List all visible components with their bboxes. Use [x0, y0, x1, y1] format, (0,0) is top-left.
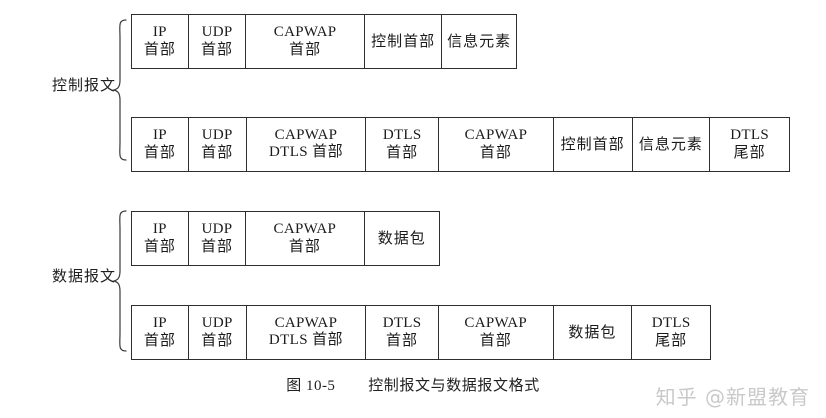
field-line1: CAPWAP — [274, 127, 338, 144]
field-line1: UDP — [201, 24, 233, 41]
field-line1: DTLS — [651, 315, 691, 332]
field-line2: 尾部 — [655, 331, 688, 349]
field-line1: CAPWAP — [274, 315, 338, 332]
field-line2: 首部 — [143, 237, 176, 255]
field-line1: IP — [152, 24, 167, 41]
control-message-brace — [112, 18, 128, 162]
field-line2: 首部 — [386, 143, 419, 161]
field-udp-header: UDP 首部 — [189, 15, 247, 68]
field-line2: 控制首部 — [371, 31, 436, 50]
field-line2: 首部 — [479, 143, 512, 161]
data-message-brace — [112, 209, 128, 353]
field-line2: 数据包 — [568, 322, 617, 341]
field-dtls-header: DTLS 首部 — [366, 118, 440, 171]
field-line2: 信息元素 — [447, 31, 512, 50]
field-line2: DTLS 首部 — [268, 332, 343, 348]
figure-caption: 图 10-5 控制报文与数据报文格式 — [0, 374, 826, 395]
field-line2: 控制首部 — [560, 134, 625, 153]
field-line1: IP — [152, 221, 167, 238]
field-control-header: 控制首部 — [554, 118, 633, 171]
field-line2: 尾部 — [733, 143, 766, 161]
field-capwap-header: CAPWAP 首部 — [439, 306, 554, 359]
field-line1: CAPWAP — [273, 221, 337, 238]
field-dtls-trailer: DTLS 尾部 — [710, 118, 789, 171]
field-line1: IP — [152, 127, 167, 144]
field-message-element: 信息元素 — [633, 118, 711, 171]
field-capwap-header: CAPWAP 首部 — [246, 15, 365, 68]
field-line2: 首部 — [143, 143, 176, 161]
field-line2: 首部 — [200, 237, 233, 255]
field-line1: CAPWAP — [464, 315, 528, 332]
field-line2: 首部 — [143, 40, 176, 58]
field-data-packet: 数据包 — [365, 212, 440, 265]
field-capwap-dtls-header: CAPWAP DTLS 首部 — [247, 306, 367, 359]
field-capwap-header: CAPWAP 首部 — [439, 118, 554, 171]
field-line2: 首部 — [201, 331, 234, 349]
field-line1: CAPWAP — [464, 127, 528, 144]
field-line1: UDP — [201, 221, 233, 238]
control-dtls-row: IP 首部 UDP 首部 CAPWAP DTLS 首部 DTLS 首部 CAPW… — [131, 117, 790, 172]
field-data-packet: 数据包 — [554, 306, 633, 359]
figure-caption-number: 图 10-5 — [286, 378, 336, 394]
field-line2: 首部 — [201, 40, 234, 58]
field-line2: 首部 — [201, 143, 234, 161]
field-ip-header: IP 首部 — [132, 118, 189, 171]
field-line1: UDP — [201, 315, 233, 332]
field-message-element: 信息元素 — [442, 15, 516, 68]
field-line2: 首部 — [288, 237, 321, 255]
field-line1: IP — [152, 315, 167, 332]
data-dtls-row: IP 首部 UDP 首部 CAPWAP DTLS 首部 DTLS 首部 CAPW… — [131, 305, 711, 360]
field-capwap-dtls-header: CAPWAP DTLS 首部 — [247, 118, 367, 171]
field-line2: 信息元素 — [638, 134, 703, 153]
field-line2: 首部 — [143, 331, 176, 349]
field-line2: 首部 — [289, 40, 322, 58]
group-label-control-message: 控制报文 — [52, 76, 117, 94]
field-dtls-header: DTLS 首部 — [366, 306, 439, 359]
field-line1: DTLS — [730, 127, 769, 144]
field-control-header: 控制首部 — [365, 15, 443, 68]
field-line1: CAPWAP — [273, 24, 337, 41]
field-ip-header: IP 首部 — [132, 15, 189, 68]
field-line1: DTLS — [382, 127, 422, 144]
field-udp-header: UDP 首部 — [189, 212, 247, 265]
group-label-data-message: 数据报文 — [52, 267, 117, 285]
field-ip-header: IP 首部 — [132, 212, 189, 265]
figure-caption-title: 控制报文与数据报文格式 — [368, 376, 540, 394]
field-line1: DTLS — [382, 315, 422, 332]
field-udp-header: UDP 首部 — [189, 306, 247, 359]
field-line1: UDP — [201, 127, 233, 144]
field-line2: 数据包 — [377, 228, 426, 247]
field-line2: 首部 — [386, 331, 419, 349]
field-line2: 首部 — [479, 331, 512, 349]
data-plain-row: IP 首部 UDP 首部 CAPWAP 首部 数据包 — [131, 211, 440, 266]
watermark: 知乎 @新盟教育 — [655, 385, 810, 409]
field-udp-header: UDP 首部 — [189, 118, 247, 171]
field-capwap-header: CAPWAP 首部 — [246, 212, 365, 265]
field-ip-header: IP 首部 — [132, 306, 189, 359]
control-plain-row: IP 首部 UDP 首部 CAPWAP 首部 控制首部 信息元素 — [131, 14, 517, 69]
field-line2: DTLS 首部 — [268, 144, 343, 160]
field-dtls-trailer: DTLS 尾部 — [632, 306, 710, 359]
